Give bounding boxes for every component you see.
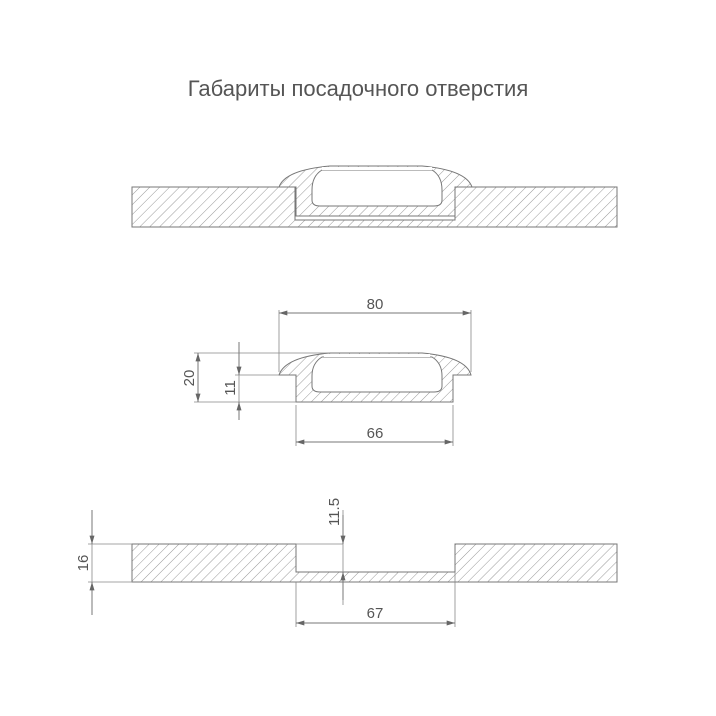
board-with-recess xyxy=(131,543,618,583)
profile-section xyxy=(278,165,473,217)
dim-11-5: 11.5 xyxy=(326,498,343,526)
recess-dimensioned: 16 11.5 67 xyxy=(75,498,618,627)
dim-11: 11 xyxy=(222,380,239,396)
dim-16: 16 xyxy=(75,555,92,572)
profile-dimensioned: 80 66 20 11 xyxy=(181,296,472,446)
dim-67: 67 xyxy=(367,605,384,622)
dim-20: 20 xyxy=(181,370,198,387)
profile-section xyxy=(278,352,472,403)
drawing-title: Габариты посадочного отверстия xyxy=(187,76,529,101)
dim-80: 80 xyxy=(367,296,384,313)
assembled-section xyxy=(131,165,618,228)
dim-66: 66 xyxy=(367,425,384,442)
